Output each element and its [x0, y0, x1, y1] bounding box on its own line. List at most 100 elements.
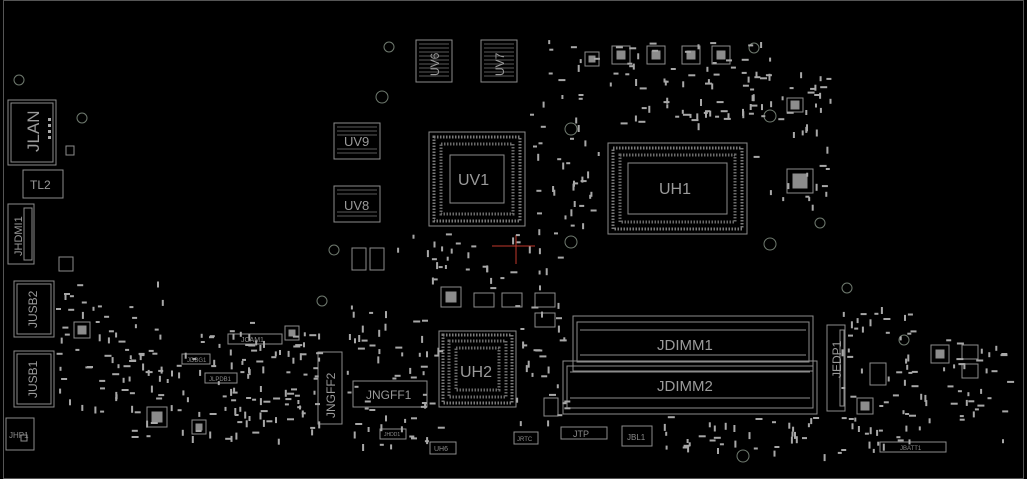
passive-pad: [490, 277, 493, 284]
jusb2-connector: JUSB2: [13, 280, 55, 338]
passive-pad: [411, 437, 417, 440]
passive-pad: [837, 451, 842, 454]
passive-pad: [285, 398, 292, 401]
passive-pad: [557, 256, 564, 259]
passive-pad: [597, 152, 600, 156]
mounting-holes: [13, 41, 910, 463]
passive-pad: [377, 356, 380, 364]
passive-pad: [231, 399, 237, 402]
passive-pad: [522, 341, 525, 349]
jbatt-label: JBATT1: [900, 446, 922, 452]
passive-pad: [171, 370, 173, 377]
uv7-chip: UV7: [480, 39, 518, 83]
passive-pad: [422, 393, 427, 396]
passive-pad: [691, 119, 699, 122]
passive-pad: [118, 340, 126, 343]
passive-pad: [123, 365, 131, 368]
passive-pad: [500, 277, 505, 280]
passive-pad: [147, 369, 150, 376]
passive-pad: [433, 278, 438, 281]
passive-pad: [959, 415, 964, 418]
passive-pad: [557, 325, 560, 333]
passive-pad: [538, 229, 541, 236]
passive-pad: [947, 385, 954, 388]
passive-pad: [748, 112, 754, 115]
passive-pad: [436, 262, 439, 270]
passive-pad: [754, 76, 761, 79]
jhdd1-label: JHDD1: [384, 432, 400, 438]
passive-pad: [297, 406, 302, 409]
passive-pad: [909, 414, 916, 417]
passive-pad: [426, 437, 429, 445]
passive-pad: [705, 113, 707, 117]
passive-pad: [246, 397, 252, 399]
passive-pad: [303, 332, 306, 337]
passive-pad: [700, 99, 702, 106]
passive-pad: [815, 103, 817, 108]
passive-pad: [584, 140, 587, 147]
passive-pad: [723, 117, 731, 120]
passive-pad: [346, 370, 349, 375]
passive-pad: [819, 107, 822, 113]
passive-pad: [666, 97, 669, 104]
jtp-connector: JTP: [560, 426, 608, 440]
jcam1-label: JCAM1: [241, 337, 264, 344]
passive-pad: [378, 349, 381, 355]
passive-pad: [747, 76, 750, 83]
passive-pad: [575, 117, 578, 124]
passive-pad: [965, 399, 968, 406]
uh6-label: UH6: [434, 446, 448, 453]
passive-pad: [634, 115, 637, 122]
passive-pad: [200, 341, 205, 343]
passive-pad: [303, 342, 305, 348]
uv7-label: UV7: [493, 52, 507, 76]
passive-pad: [239, 331, 242, 337]
passive-pad: [538, 142, 543, 145]
passive-pad: [352, 311, 355, 318]
passive-pad: [528, 246, 531, 254]
passive-pad: [985, 368, 988, 374]
passive-pad: [682, 81, 685, 88]
passive-pad: [104, 354, 112, 357]
passive-pad: [794, 431, 796, 439]
passive-pad: [97, 305, 102, 308]
passive-pad: [275, 417, 277, 424]
passive-pad: [132, 316, 138, 319]
passive-pad: [421, 402, 427, 404]
passive-pad: [301, 412, 306, 415]
passive-pad: [856, 318, 859, 324]
passive-pad: [539, 355, 547, 358]
passive-pad: [92, 306, 95, 311]
passive-pad: [896, 436, 901, 439]
passive-pad: [262, 366, 265, 374]
passive-pad: [313, 390, 316, 395]
uh2-label: UH2: [460, 364, 492, 381]
passive-pad: [260, 410, 268, 413]
passive-pad: [158, 375, 161, 382]
passive-pad: [154, 328, 159, 331]
highlight-trace: [492, 235, 535, 264]
passive-pad: [547, 420, 550, 427]
passive-pad: [284, 389, 287, 397]
passive-pad: [716, 101, 724, 104]
passive-pad: [263, 340, 265, 348]
passive-pad: [770, 101, 773, 108]
passive-pad: [166, 379, 169, 383]
passive-pad: [652, 49, 659, 52]
passive-pad: [627, 62, 633, 65]
passive-pad: [782, 197, 785, 202]
passive-pad: [786, 111, 794, 114]
passive-pad: [897, 439, 904, 442]
passive-pad: [540, 125, 546, 128]
passive-pad: [252, 398, 257, 401]
passive-pad: [177, 409, 182, 412]
passive-pad: [850, 395, 857, 398]
passive-pad: [369, 311, 374, 314]
passive-pad: [570, 137, 574, 140]
passive-pad: [959, 418, 965, 421]
passive-pad: [314, 375, 319, 378]
passive-pad: [237, 421, 243, 424]
passive-pad: [279, 350, 281, 355]
passive-pad: [792, 426, 795, 432]
